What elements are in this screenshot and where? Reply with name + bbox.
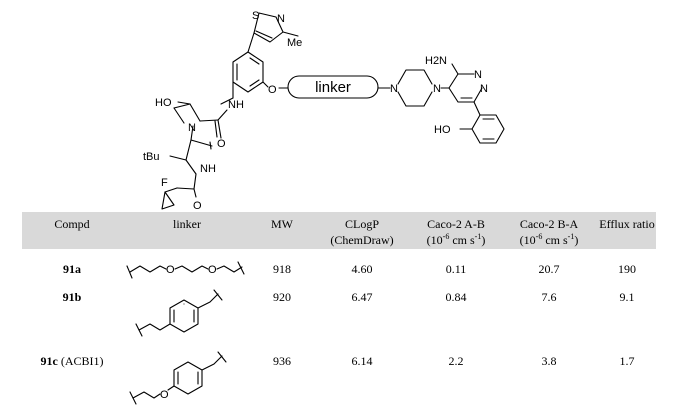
- ether-o-label: O: [268, 84, 277, 96]
- caco-ab-cell: 0.84: [445, 290, 467, 304]
- compd-cell: 91b: [62, 290, 82, 304]
- header-clogp: CLogP (ChemDraw): [312, 216, 412, 248]
- header-caco-ba: Caco-2 B-A (10-6 cm s-1): [500, 216, 598, 248]
- caco-ab-cell: 2.2: [448, 354, 464, 368]
- mw-cell: 918: [273, 262, 291, 276]
- caco-ba-cell: 7.6: [541, 290, 557, 304]
- svg-text:O: O: [160, 389, 169, 401]
- carbonyl3-o-label: O: [193, 200, 202, 210]
- thiazole-n-label: N: [277, 13, 285, 25]
- chemical-structure: S N Me O linker N N H2N N N: [143, 10, 505, 210]
- phenol-oh-label: HO: [434, 124, 451, 136]
- header-linker: linker: [173, 217, 201, 231]
- clogp-cell: 6.47: [351, 290, 373, 304]
- tbu-label: tBu: [143, 151, 160, 163]
- compd-cell: 91a: [63, 262, 81, 276]
- thiazole-s-label: S: [252, 10, 259, 22]
- linker-box-label: linker: [315, 79, 351, 96]
- efflux-cell: 9.1: [619, 290, 635, 304]
- header-caco-ba-unit: (10-6 cm s-1): [519, 232, 579, 248]
- table-row: 91a O O 918 4.60 0.11 20.7 190: [22, 256, 656, 282]
- pyridazine-n1-label: N: [474, 69, 482, 81]
- header-mw: MW: [271, 217, 293, 231]
- table-row: 91c (ACBI1) O 936 6.14 2.2 3.8 1.7: [22, 348, 656, 408]
- thiazole-ring: [253, 12, 299, 43]
- linker-structure-91a: O O: [126, 261, 245, 279]
- table-row: 91b 920 6.47 0.84 7.6 9.1: [22, 284, 656, 346]
- linker-structure-91b: [135, 289, 223, 337]
- amine-label: H2N: [425, 55, 447, 67]
- caco-ba-cell: 3.8: [541, 354, 557, 368]
- mw-cell: 920: [273, 290, 291, 304]
- efflux-cell: 1.7: [619, 354, 635, 368]
- benzene-ring-upper: [220, 32, 269, 105]
- piperazine-ring: [397, 69, 450, 107]
- pyrrolidine-n-label: N: [188, 122, 196, 134]
- hydroxyl-label: HO: [155, 97, 172, 109]
- header-caco-ba-line1: Caco-2 B-A: [519, 217, 579, 231]
- caco-ab-cell: 0.11: [445, 262, 467, 276]
- svg-text:O: O: [208, 264, 217, 276]
- amide-nh-label: NH: [228, 99, 244, 111]
- header-clogp-line2: (ChemDraw): [330, 233, 394, 247]
- caco-ba-cell: 20.7: [538, 262, 560, 276]
- header-clogp-line1: CLogP: [344, 217, 379, 231]
- fluoro-label: F: [161, 177, 168, 189]
- compd-cell: 91c (ACBI1): [40, 354, 104, 368]
- pyrrolidine-ring: [161, 101, 228, 210]
- carbonyl1-o-label: O: [217, 138, 226, 150]
- table-header-row: Compd linker MW CLogP (ChemDraw) Caco-2 …: [22, 212, 656, 249]
- amide2-nh-label: NH: [200, 163, 216, 175]
- linker-box: [287, 75, 379, 99]
- efflux-cell: 190: [618, 262, 636, 276]
- pyridazine-n2-label: N: [480, 83, 488, 95]
- clogp-cell: 6.14: [351, 354, 373, 368]
- header-caco-ab-unit: (10-6 cm s-1): [426, 232, 486, 248]
- svg-text:O: O: [166, 264, 175, 276]
- pyridazine-ring: [448, 63, 483, 116]
- piperazine-n1-label: N: [390, 83, 398, 95]
- header-caco-ab-line1: Caco-2 A-B: [427, 217, 485, 231]
- clogp-cell: 4.60: [351, 262, 373, 276]
- mw-cell: 936: [273, 354, 291, 368]
- header-caco-ab: Caco-2 A-B (10-6 cm s-1): [412, 216, 500, 248]
- piperazine-n2-label: N: [433, 83, 441, 95]
- phenol-ring: [459, 114, 505, 144]
- header-efflux: Efflux ratio: [599, 217, 655, 231]
- linker-structure-91c: O: [129, 351, 227, 405]
- methyl-label: Me: [287, 37, 302, 49]
- header-compd: Compd: [54, 217, 90, 231]
